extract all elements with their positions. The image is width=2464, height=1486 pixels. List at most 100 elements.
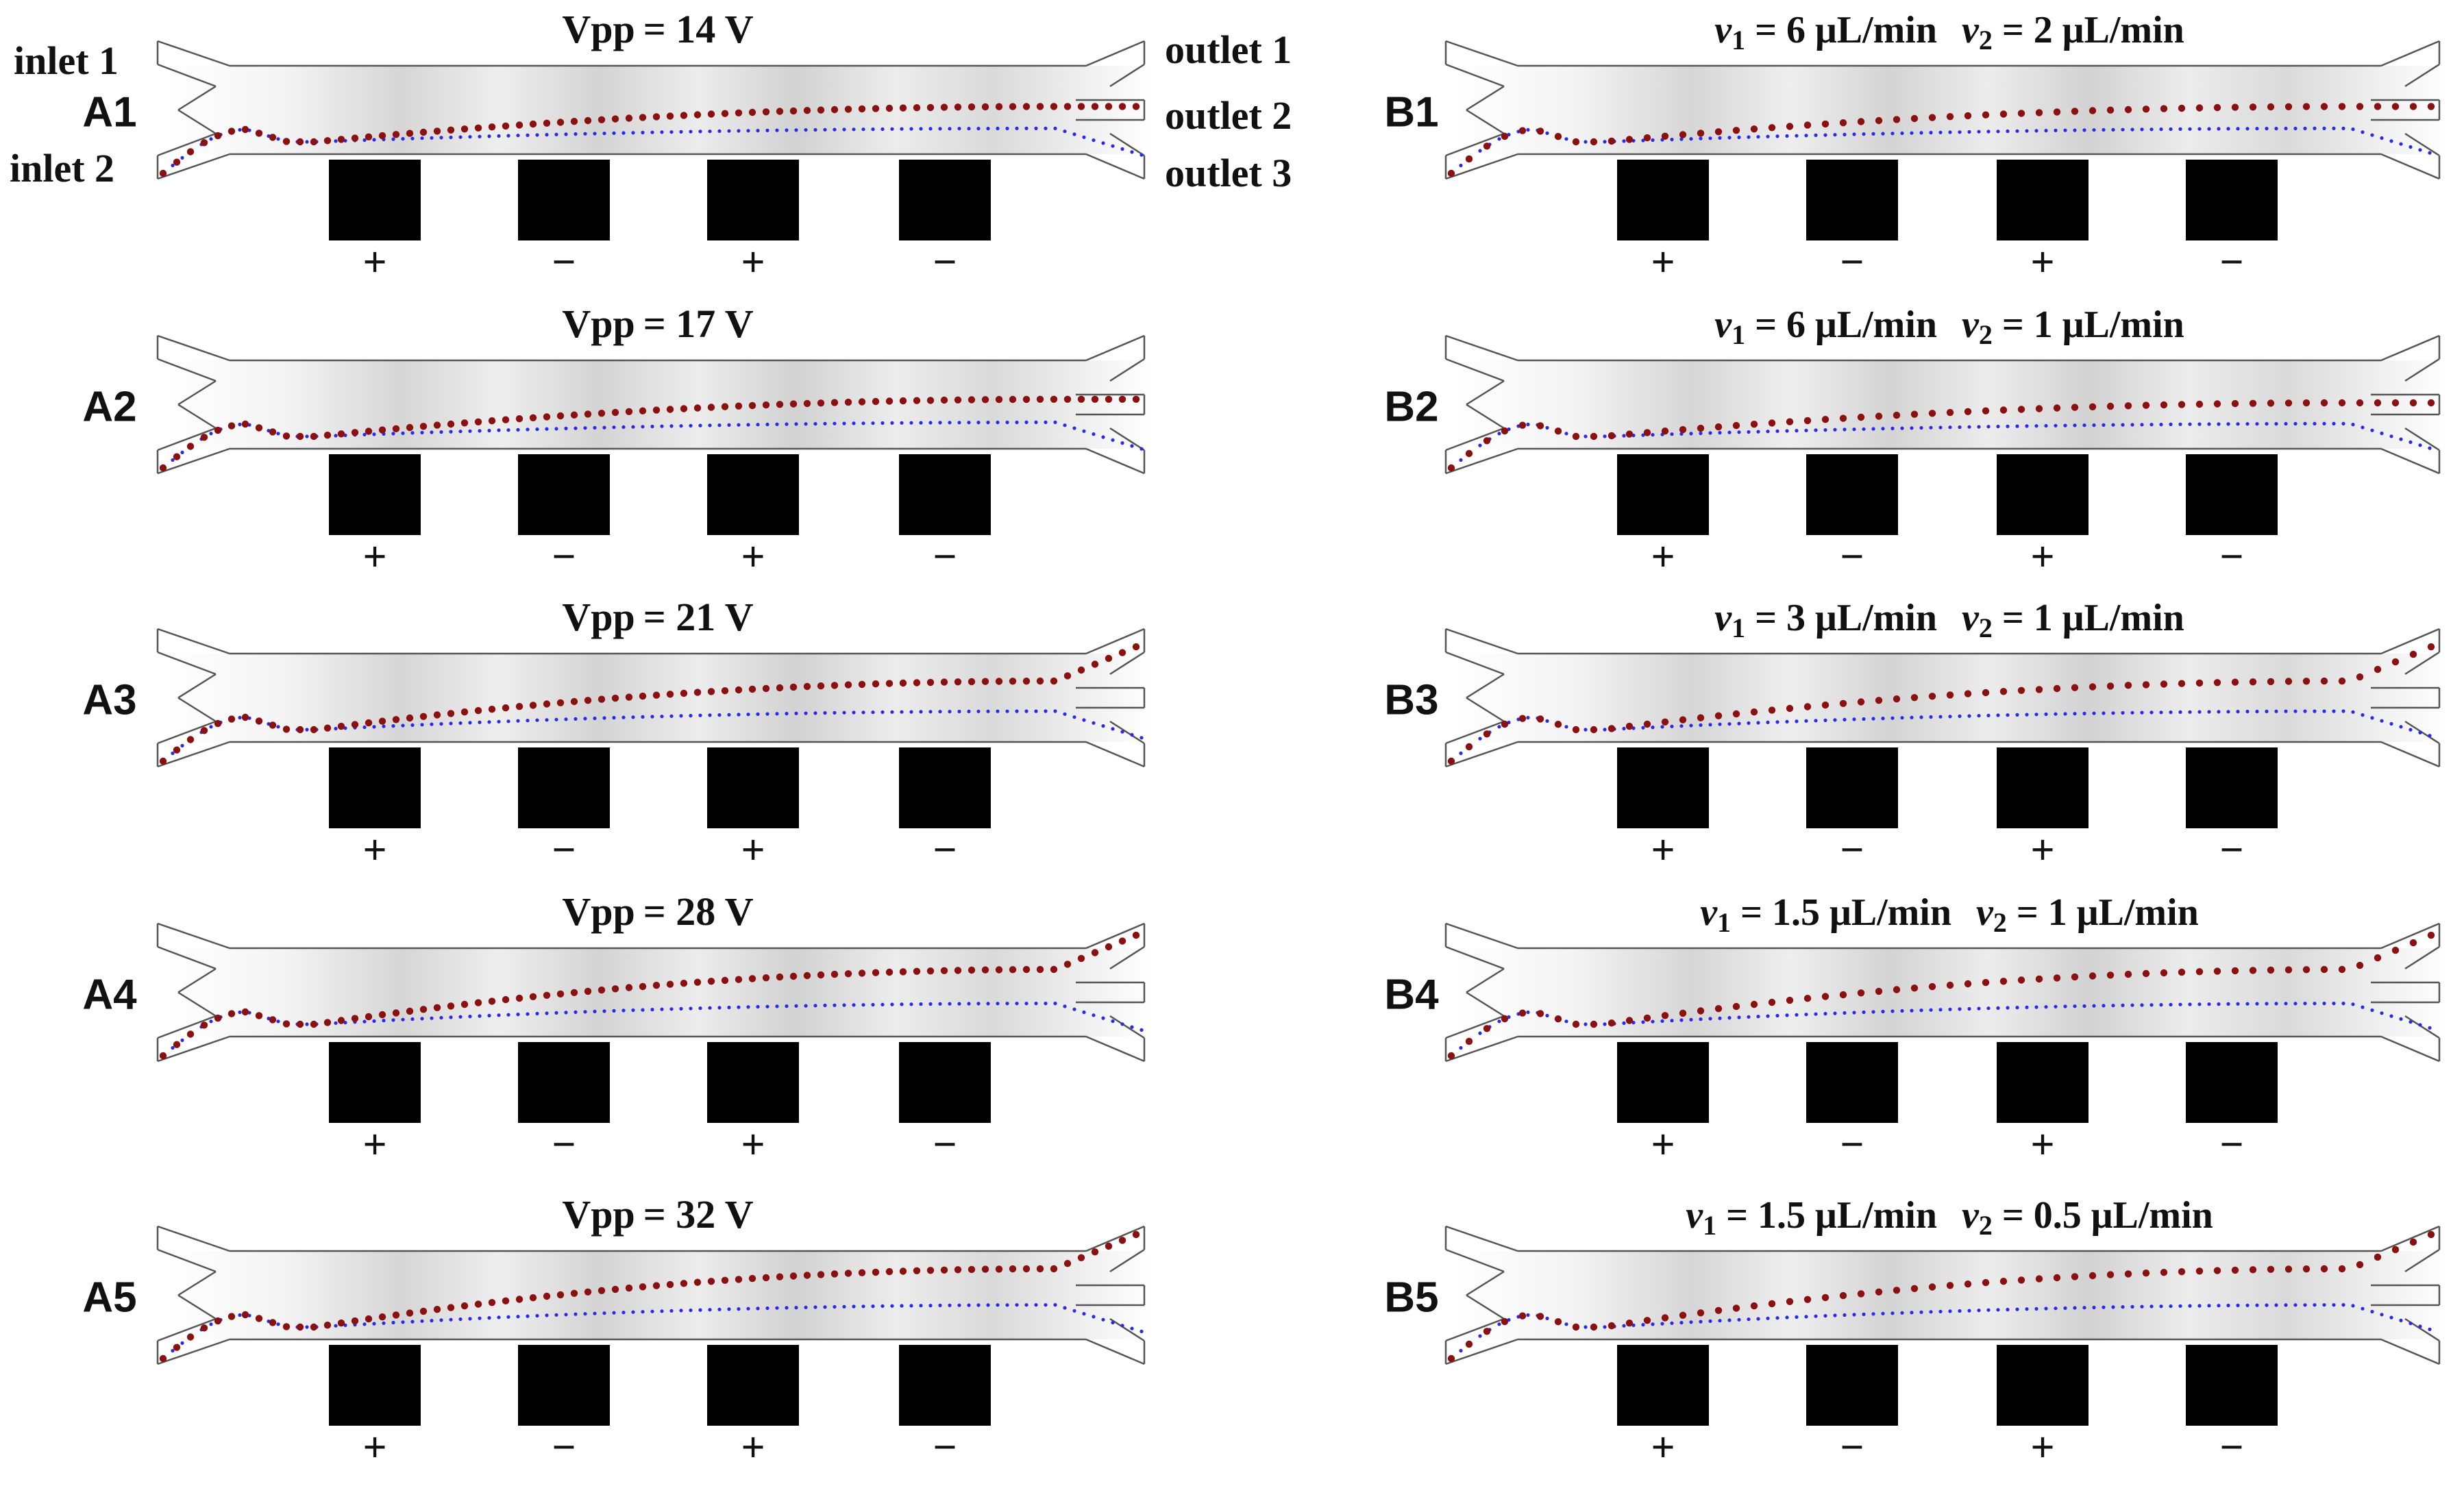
small-particle	[1545, 719, 1549, 723]
electrode-polarity-label: −	[933, 1122, 957, 1168]
large-particle	[1036, 965, 1044, 974]
panel-label: A5	[82, 1274, 136, 1322]
small-particle	[583, 426, 587, 430]
small-particle	[1044, 126, 1048, 130]
panel-title: Vpp= 14 V	[562, 7, 753, 51]
small-particle	[305, 1325, 309, 1329]
large-particle	[926, 678, 935, 686]
large-particle	[2267, 103, 2275, 111]
large-particle	[1518, 1009, 1527, 1017]
small-particle	[1708, 1319, 1712, 1323]
large-particle	[2195, 104, 2204, 112]
small-particle	[1024, 709, 1028, 713]
small-particle	[1478, 443, 1482, 447]
large-particle	[1465, 155, 1473, 163]
large-particle	[1982, 689, 1990, 697]
small-particle	[1948, 425, 1952, 430]
small-particle	[1651, 433, 1655, 437]
large-particle	[1063, 672, 1072, 680]
small-particle	[1890, 1311, 1895, 1315]
flow-rate-1-symbol: v	[1686, 1194, 1703, 1237]
large-particle	[241, 420, 249, 428]
large-particle	[2124, 106, 2132, 114]
small-particle	[880, 1002, 885, 1006]
small-particle	[1015, 709, 1019, 713]
large-particle	[748, 108, 756, 116]
large-particle	[597, 986, 606, 994]
small-particle	[928, 127, 933, 131]
channel-wall	[1085, 1225, 1145, 1252]
large-particle	[1132, 395, 1140, 403]
large-particle	[460, 125, 469, 133]
large-particle	[968, 396, 976, 404]
small-particle	[2341, 709, 2345, 713]
channel-wall	[1466, 380, 1505, 406]
small-particle	[909, 1002, 913, 1006]
large-particle	[721, 1276, 729, 1285]
small-particle	[1852, 717, 1856, 721]
small-particle	[468, 721, 472, 725]
large-particle	[1501, 132, 1509, 140]
large-particle	[570, 1289, 578, 1298]
small-particle	[2054, 128, 2058, 132]
small-particle	[1034, 1002, 1038, 1006]
small-particle	[545, 1313, 549, 1317]
large-particle	[392, 425, 400, 432]
small-particle	[2226, 127, 2230, 131]
small-particle	[1929, 1310, 1933, 1314]
large-particle	[173, 453, 181, 460]
small-particle	[986, 127, 990, 131]
large-particle	[1590, 138, 1598, 146]
small-particle	[938, 1002, 942, 1006]
small-particle	[689, 423, 693, 428]
small-particle	[669, 1309, 674, 1313]
small-particle	[900, 1304, 904, 1308]
small-particle	[420, 1319, 424, 1323]
large-particle	[515, 415, 523, 423]
small-particle	[1852, 1011, 1856, 1015]
small-particle	[852, 1003, 856, 1007]
large-particle	[2142, 106, 2150, 113]
small-particle	[276, 137, 280, 141]
channel-wall	[157, 132, 217, 157]
small-particle	[756, 1004, 760, 1009]
small-particle	[746, 1307, 750, 1311]
small-particle	[641, 715, 645, 719]
outlet-1-label: outlet 1	[1165, 27, 1292, 72]
large-particle	[488, 123, 496, 131]
small-particle	[2265, 422, 2269, 426]
small-particle	[669, 424, 674, 428]
large-particle	[1118, 395, 1126, 403]
large-particle	[1875, 987, 1883, 995]
large-particle	[1803, 995, 1812, 1002]
small-particle	[1823, 718, 1827, 722]
electrode-polarity-label: +	[362, 1424, 386, 1471]
large-particle	[323, 137, 332, 145]
small-particle	[1660, 1019, 1664, 1023]
small-particle	[785, 1004, 789, 1008]
small-particle	[362, 432, 367, 436]
large-particle	[2320, 103, 2328, 110]
small-particle	[1766, 1014, 1770, 1018]
electrode	[1617, 1042, 1709, 1123]
large-particle	[365, 428, 373, 435]
small-particle	[2044, 129, 2048, 133]
large-particle	[2160, 969, 2168, 977]
small-particle	[621, 715, 626, 719]
large-particle	[2267, 399, 2275, 407]
small-particle	[2370, 1008, 2374, 1013]
channel-wall	[2380, 40, 2440, 67]
small-particle	[593, 1311, 597, 1315]
small-particle	[727, 423, 731, 428]
large-particle	[789, 1272, 798, 1280]
large-particle	[2391, 1246, 2400, 1254]
small-particle	[2313, 709, 2317, 713]
small-particle	[1727, 722, 1732, 726]
large-particle	[639, 407, 647, 414]
small-particle	[1919, 1008, 1923, 1013]
small-particle	[458, 135, 463, 139]
small-particle	[794, 711, 798, 715]
small-particle	[641, 1310, 645, 1314]
large-particle	[1050, 677, 1058, 685]
